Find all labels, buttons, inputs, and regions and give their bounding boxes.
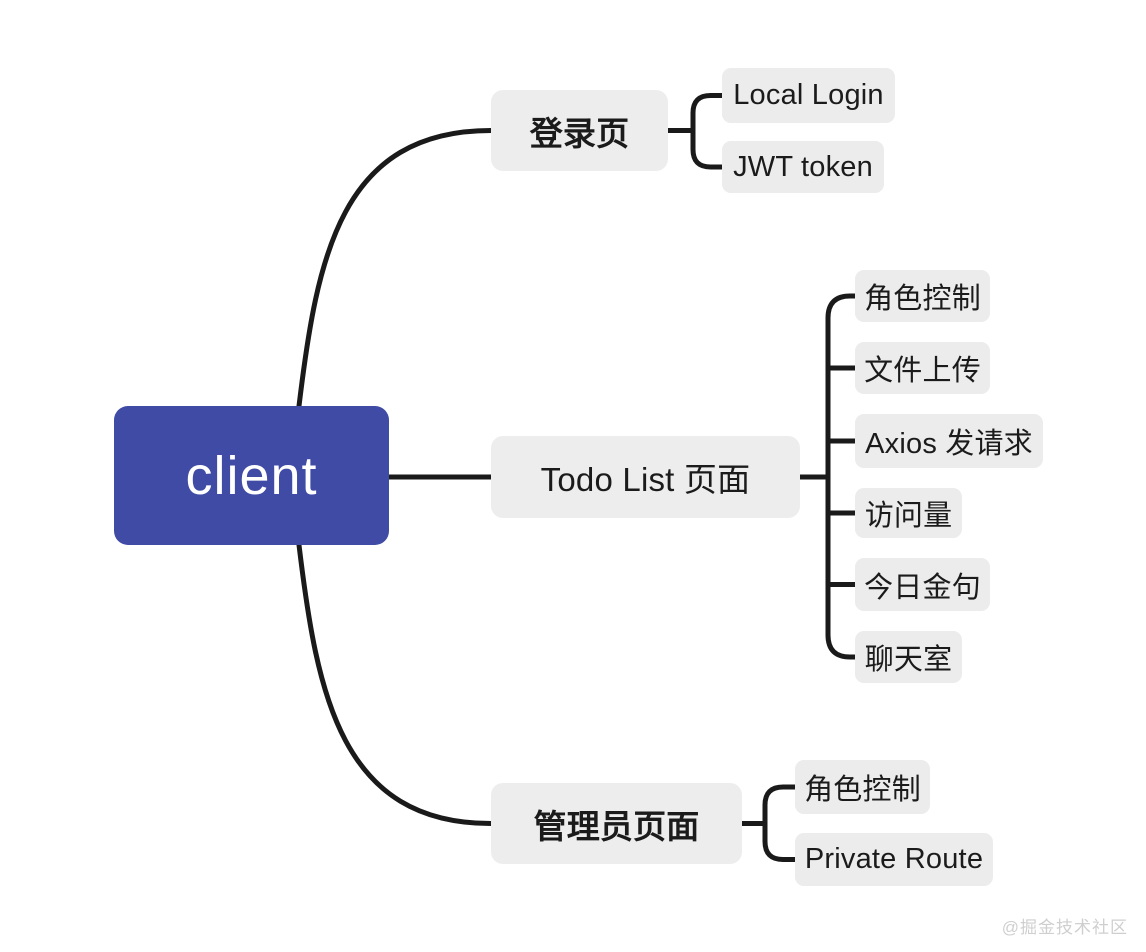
leaf-node-file-upload[interactable]: 文件上传	[855, 342, 990, 394]
branch-node-admin-page[interactable]: 管理员页面	[491, 783, 742, 864]
watermark: @掘金技术社区	[1001, 918, 1128, 937]
edge-root-to-login	[296, 128, 494, 409]
leaf-node-chat-room[interactable]: 聊天室	[855, 631, 962, 683]
leaf-node-role-control[interactable]: 角色控制	[855, 270, 990, 322]
leaf-node-axios-request[interactable]: Axios 发请求	[855, 414, 1043, 468]
leaf-node-private-route[interactable]: Private Route	[795, 833, 993, 886]
root-node-client[interactable]: client	[114, 406, 389, 545]
leaf-node-jwt-token[interactable]: JWT token	[722, 141, 884, 193]
branch-node-todo-list[interactable]: Todo List 页面	[491, 436, 800, 518]
edge-spine-todo	[825, 293, 858, 660]
edge-spine-admin	[762, 784, 798, 862]
leaf-node-daily-quote[interactable]: 今日金句	[855, 558, 990, 611]
edge-root-to-admin	[296, 542, 494, 826]
leaf-node-role-control-admin[interactable]: 角色控制	[795, 760, 930, 814]
leaf-node-visit-count[interactable]: 访问量	[855, 488, 962, 538]
leaf-node-local-login[interactable]: Local Login	[722, 68, 895, 123]
edge-spine-login	[690, 93, 725, 170]
branch-node-login[interactable]: 登录页	[491, 90, 668, 171]
